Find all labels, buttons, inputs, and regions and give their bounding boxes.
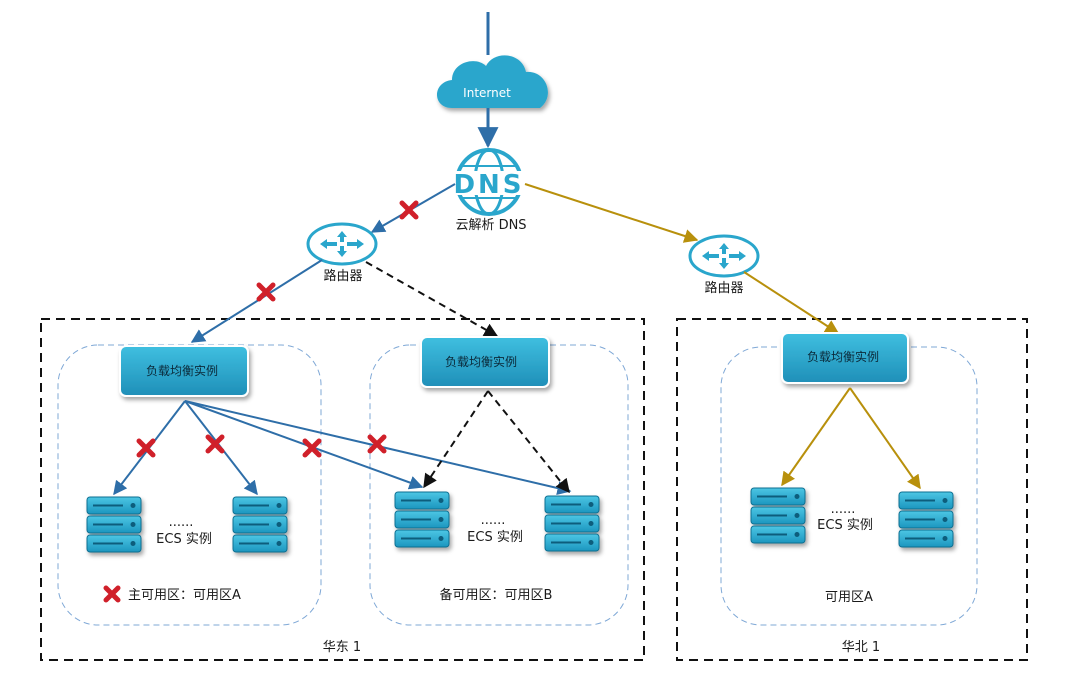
lb-primary-to-server-link bbox=[184, 400, 424, 490]
lb-backup-to-server-link bbox=[423, 390, 489, 489]
load-balancer-primary-label: 负载均衡实例 bbox=[146, 363, 218, 378]
region-east-label: 华东 1 bbox=[323, 640, 361, 655]
dns-label: 云解析 DNS bbox=[455, 218, 526, 233]
ecs-ellipsis: ...... bbox=[481, 513, 506, 528]
server-icon bbox=[394, 491, 450, 548]
region-north-label: 华北 1 bbox=[842, 640, 880, 655]
failure-x-icon bbox=[256, 282, 276, 302]
failure-x-icon bbox=[367, 434, 387, 454]
zone-box-backup bbox=[369, 344, 629, 626]
load-balancer-north bbox=[781, 332, 909, 384]
ecs-group-label: ECS 实例 bbox=[467, 530, 523, 545]
server-icon bbox=[750, 487, 806, 544]
router-icon bbox=[688, 234, 760, 278]
lb-north-to-server-link bbox=[849, 387, 921, 490]
server-icon bbox=[232, 496, 288, 553]
ecs-ellipsis: ...... bbox=[169, 515, 194, 530]
lb-backup-to-server-link bbox=[487, 390, 570, 494]
internet-cloud-icon bbox=[437, 55, 548, 108]
dns-icon-text: DNS bbox=[453, 170, 524, 200]
zone-backup-label: 备可用区：可用区B bbox=[440, 587, 553, 603]
region-box-east bbox=[40, 318, 645, 661]
lb-north-to-server-link bbox=[781, 387, 851, 487]
load-balancer-north-label: 负载均衡实例 bbox=[807, 349, 879, 364]
load-balancer-primary bbox=[119, 345, 249, 397]
dns-globe-icon bbox=[452, 148, 526, 216]
ecs-group-label: ECS 实例 bbox=[817, 518, 873, 533]
zone-primary-label: 主可用区：可用区A bbox=[128, 588, 241, 603]
internet-label: Internet bbox=[463, 86, 511, 100]
router-north-label: 路由器 bbox=[704, 280, 743, 296]
router-to-lb-primary-link bbox=[190, 259, 323, 343]
failure-x-icon bbox=[302, 438, 322, 458]
router-to-lb-north-link bbox=[743, 271, 840, 334]
failure-x-icon bbox=[399, 200, 419, 220]
router-east-label: 路由器 bbox=[323, 268, 362, 284]
ecs-group-label: ECS 实例 bbox=[156, 532, 212, 547]
server-icon bbox=[86, 496, 142, 553]
dns-to-router-north-link bbox=[524, 183, 699, 243]
server-icon bbox=[898, 491, 954, 548]
failure-x-icon bbox=[136, 438, 156, 458]
zone-north-label: 可用区A bbox=[825, 590, 873, 605]
failure-x-icon bbox=[205, 434, 225, 454]
load-balancer-backup-label: 负载均衡实例 bbox=[445, 354, 517, 369]
load-balancer-backup bbox=[420, 336, 550, 388]
router-to-lb-backup-link bbox=[365, 261, 499, 337]
failure-x-icon bbox=[103, 585, 121, 603]
ecs-ellipsis: ...... bbox=[831, 502, 856, 517]
router-icon bbox=[306, 222, 378, 266]
server-icon bbox=[544, 495, 600, 552]
